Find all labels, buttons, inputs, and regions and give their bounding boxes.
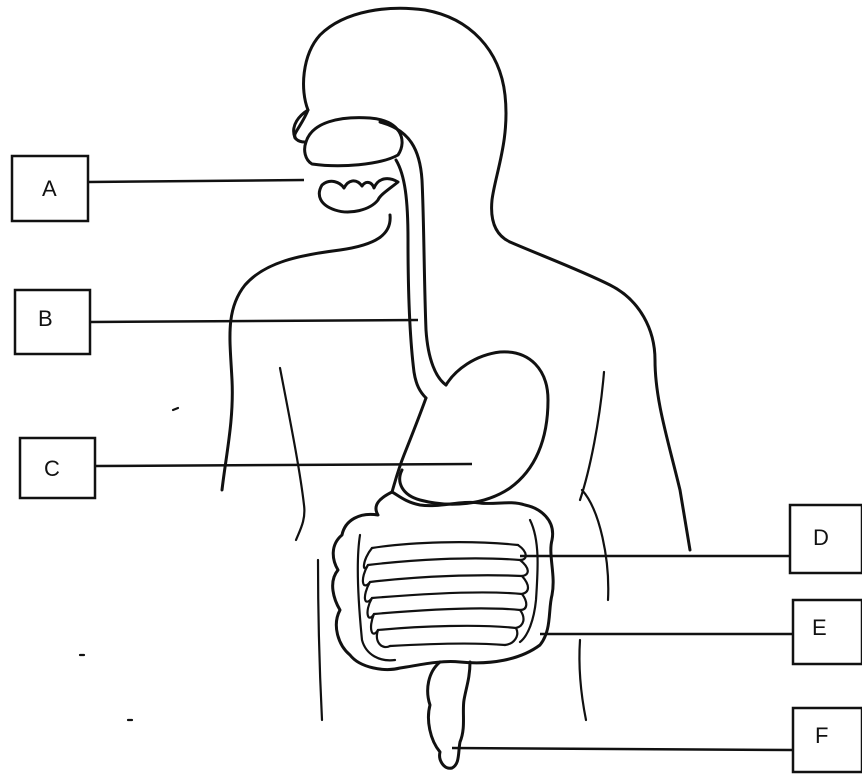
label-box-b: B xyxy=(15,290,90,354)
label-box-e: E xyxy=(793,600,862,664)
label-box-f: F xyxy=(793,708,862,772)
esophagus xyxy=(380,122,446,398)
rectum xyxy=(428,662,470,768)
label-f: F xyxy=(815,723,828,748)
leader-a xyxy=(88,180,304,182)
oral-cavity xyxy=(305,118,402,212)
label-d: D xyxy=(813,525,829,550)
small-intestine xyxy=(363,542,528,647)
label-box-d: D xyxy=(790,505,862,573)
label-box-a: A xyxy=(12,156,88,221)
leader-b xyxy=(90,320,418,322)
leader-c xyxy=(95,464,472,466)
leader-lines xyxy=(88,180,793,750)
label-a: A xyxy=(42,176,57,201)
label-c: C xyxy=(44,456,60,481)
label-e: E xyxy=(812,615,827,640)
label-box-c: C xyxy=(20,438,95,498)
label-b: B xyxy=(38,306,53,331)
leader-f xyxy=(452,748,793,750)
